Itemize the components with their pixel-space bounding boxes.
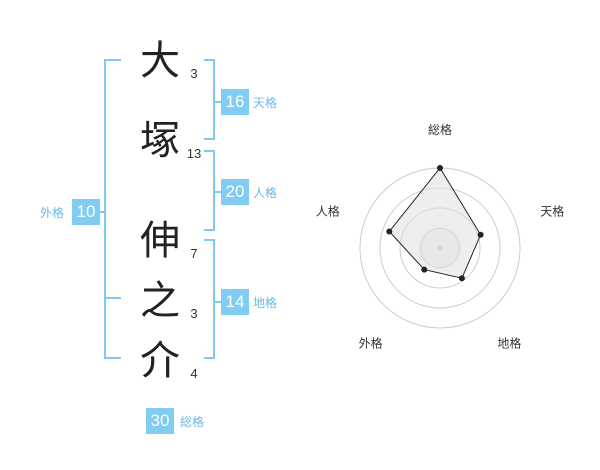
jinkaku-score: 20 bbox=[221, 179, 249, 205]
radar-axis-label-0: 総格 bbox=[428, 122, 452, 137]
radar-axis-label-3: 外格 bbox=[359, 336, 383, 351]
radar-point-3 bbox=[421, 266, 428, 273]
soukaku-score: 30 bbox=[146, 408, 174, 434]
radar-area bbox=[388, 167, 482, 279]
name-char-3: 伸 bbox=[140, 218, 180, 264]
radar-point-1 bbox=[477, 231, 484, 238]
radar-point-4 bbox=[386, 228, 393, 235]
name-char-4: 之 bbox=[140, 278, 180, 324]
stroke-count-3: 7 bbox=[190, 246, 198, 261]
name-char-1: 大 bbox=[140, 38, 180, 84]
gaikaku-label: 外格 bbox=[40, 206, 65, 220]
tenkaku-label: 天格 bbox=[253, 96, 278, 110]
radar-point-2 bbox=[458, 275, 465, 282]
stroke-count-2: 13 bbox=[186, 146, 202, 161]
jinkaku-label: 人格 bbox=[253, 186, 278, 200]
soukaku-label: 総格 bbox=[180, 415, 205, 429]
chikaku-label: 地格 bbox=[253, 296, 278, 310]
name-char-5: 介 bbox=[140, 338, 180, 384]
name-char-2: 塚 bbox=[140, 118, 180, 164]
stroke-count-5: 4 bbox=[190, 366, 198, 381]
stroke-count-1: 3 bbox=[190, 66, 198, 81]
gaikaku-score: 10 bbox=[72, 199, 100, 225]
chikaku-score: 14 bbox=[221, 289, 249, 315]
tenkaku-score: 16 bbox=[221, 89, 249, 115]
radar-axis-label-2: 地格 bbox=[497, 336, 521, 351]
radar-axis-label-4: 人格 bbox=[316, 204, 340, 219]
radar-point-0 bbox=[437, 165, 443, 171]
stroke-count-4: 3 bbox=[190, 306, 198, 321]
radar-axis-label-1: 天格 bbox=[540, 204, 564, 219]
